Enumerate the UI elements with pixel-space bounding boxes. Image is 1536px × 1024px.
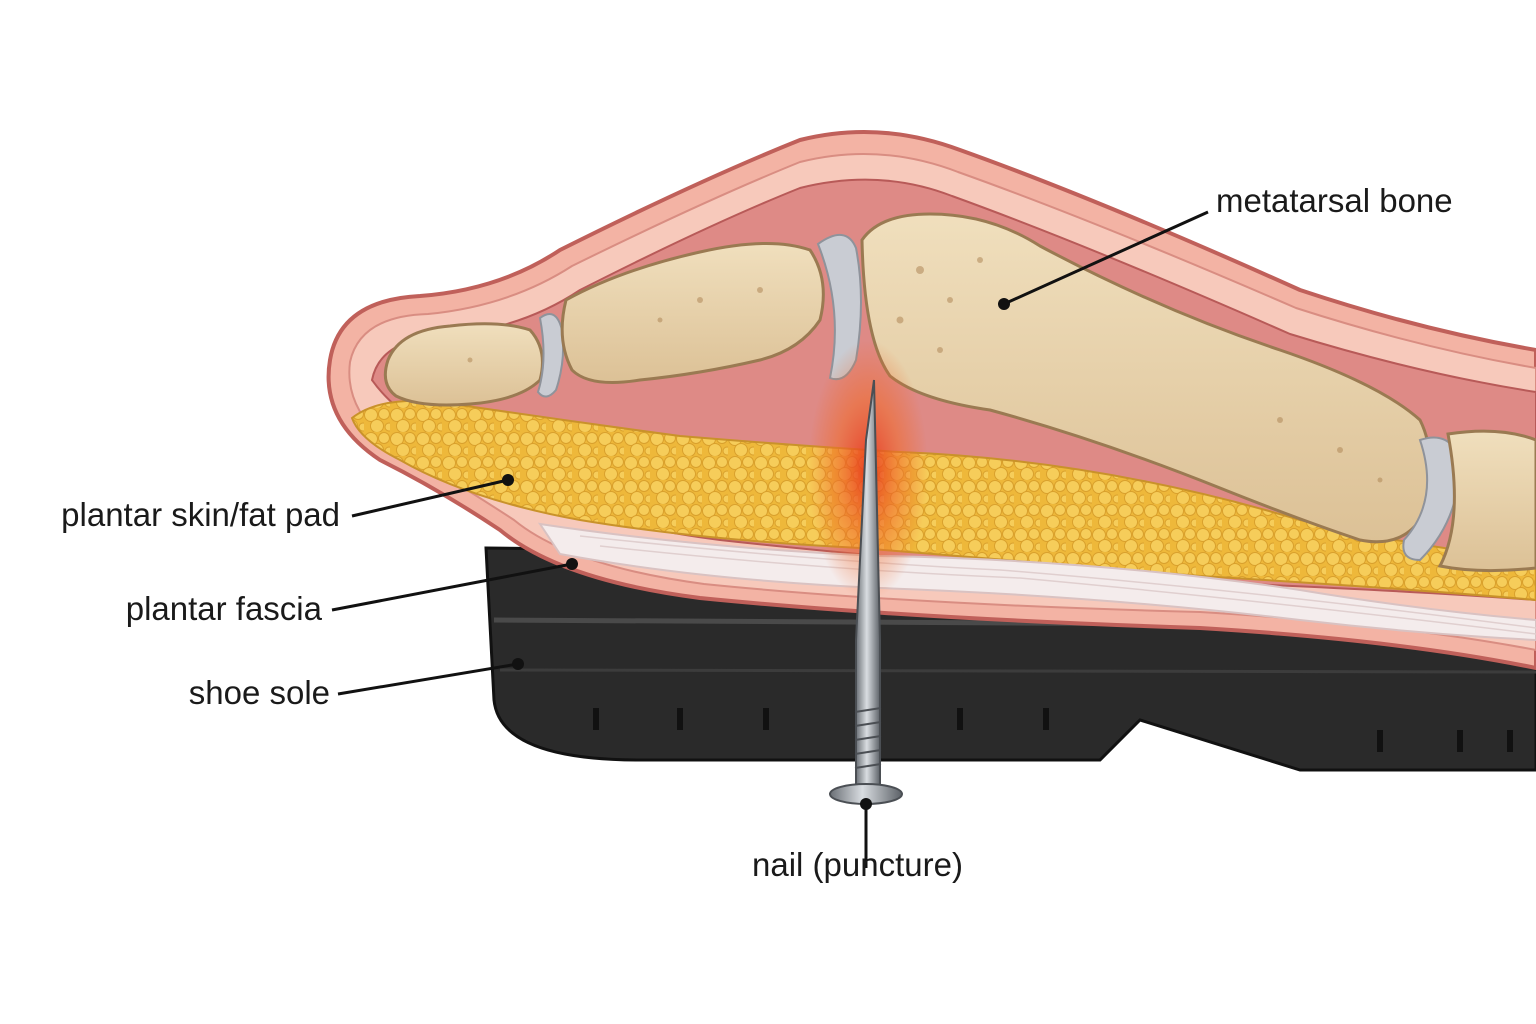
joint-cartilage-distal	[536, 313, 565, 398]
label-metatarsal-bone: metatarsal bone	[1216, 182, 1453, 219]
distal-phalanx	[383, 322, 544, 407]
shoe-sole-tread	[593, 708, 1513, 752]
dot-skin-fat-pad	[502, 474, 514, 486]
leader-sole	[337, 662, 519, 696]
foot-cross-section	[326, 130, 1536, 671]
bone-trabecular-texture	[467, 257, 1383, 483]
label-nail-puncture: nail (puncture)	[752, 846, 963, 883]
shoe-sole-groove-line	[499, 668, 1536, 674]
toe-bones	[383, 234, 862, 407]
label-plantar-fascia: plantar fascia	[125, 590, 322, 627]
plantar-fat-pad	[350, 399, 1536, 602]
dot-fascia	[566, 558, 578, 570]
plantar-fascia-fibers	[579, 535, 1536, 635]
nail	[829, 379, 903, 805]
nail-ring-shank	[854, 707, 882, 769]
tarsal-bone	[1437, 429, 1536, 573]
leader-lines	[331, 210, 1209, 868]
label-shoe-sole: shoe sole	[188, 674, 330, 711]
dot-metatarsal	[998, 298, 1010, 310]
dot-nail	[860, 798, 872, 810]
leader-dots	[502, 298, 1010, 810]
leader-skin-fat-pad	[351, 478, 509, 518]
leader-metatarsal	[1003, 210, 1209, 306]
label-plantar-skin-fat-pad: plantar skin/fat pad	[61, 496, 340, 533]
leader-fascia	[331, 562, 573, 612]
proximal-phalanx	[560, 241, 825, 384]
dot-sole	[512, 658, 524, 670]
